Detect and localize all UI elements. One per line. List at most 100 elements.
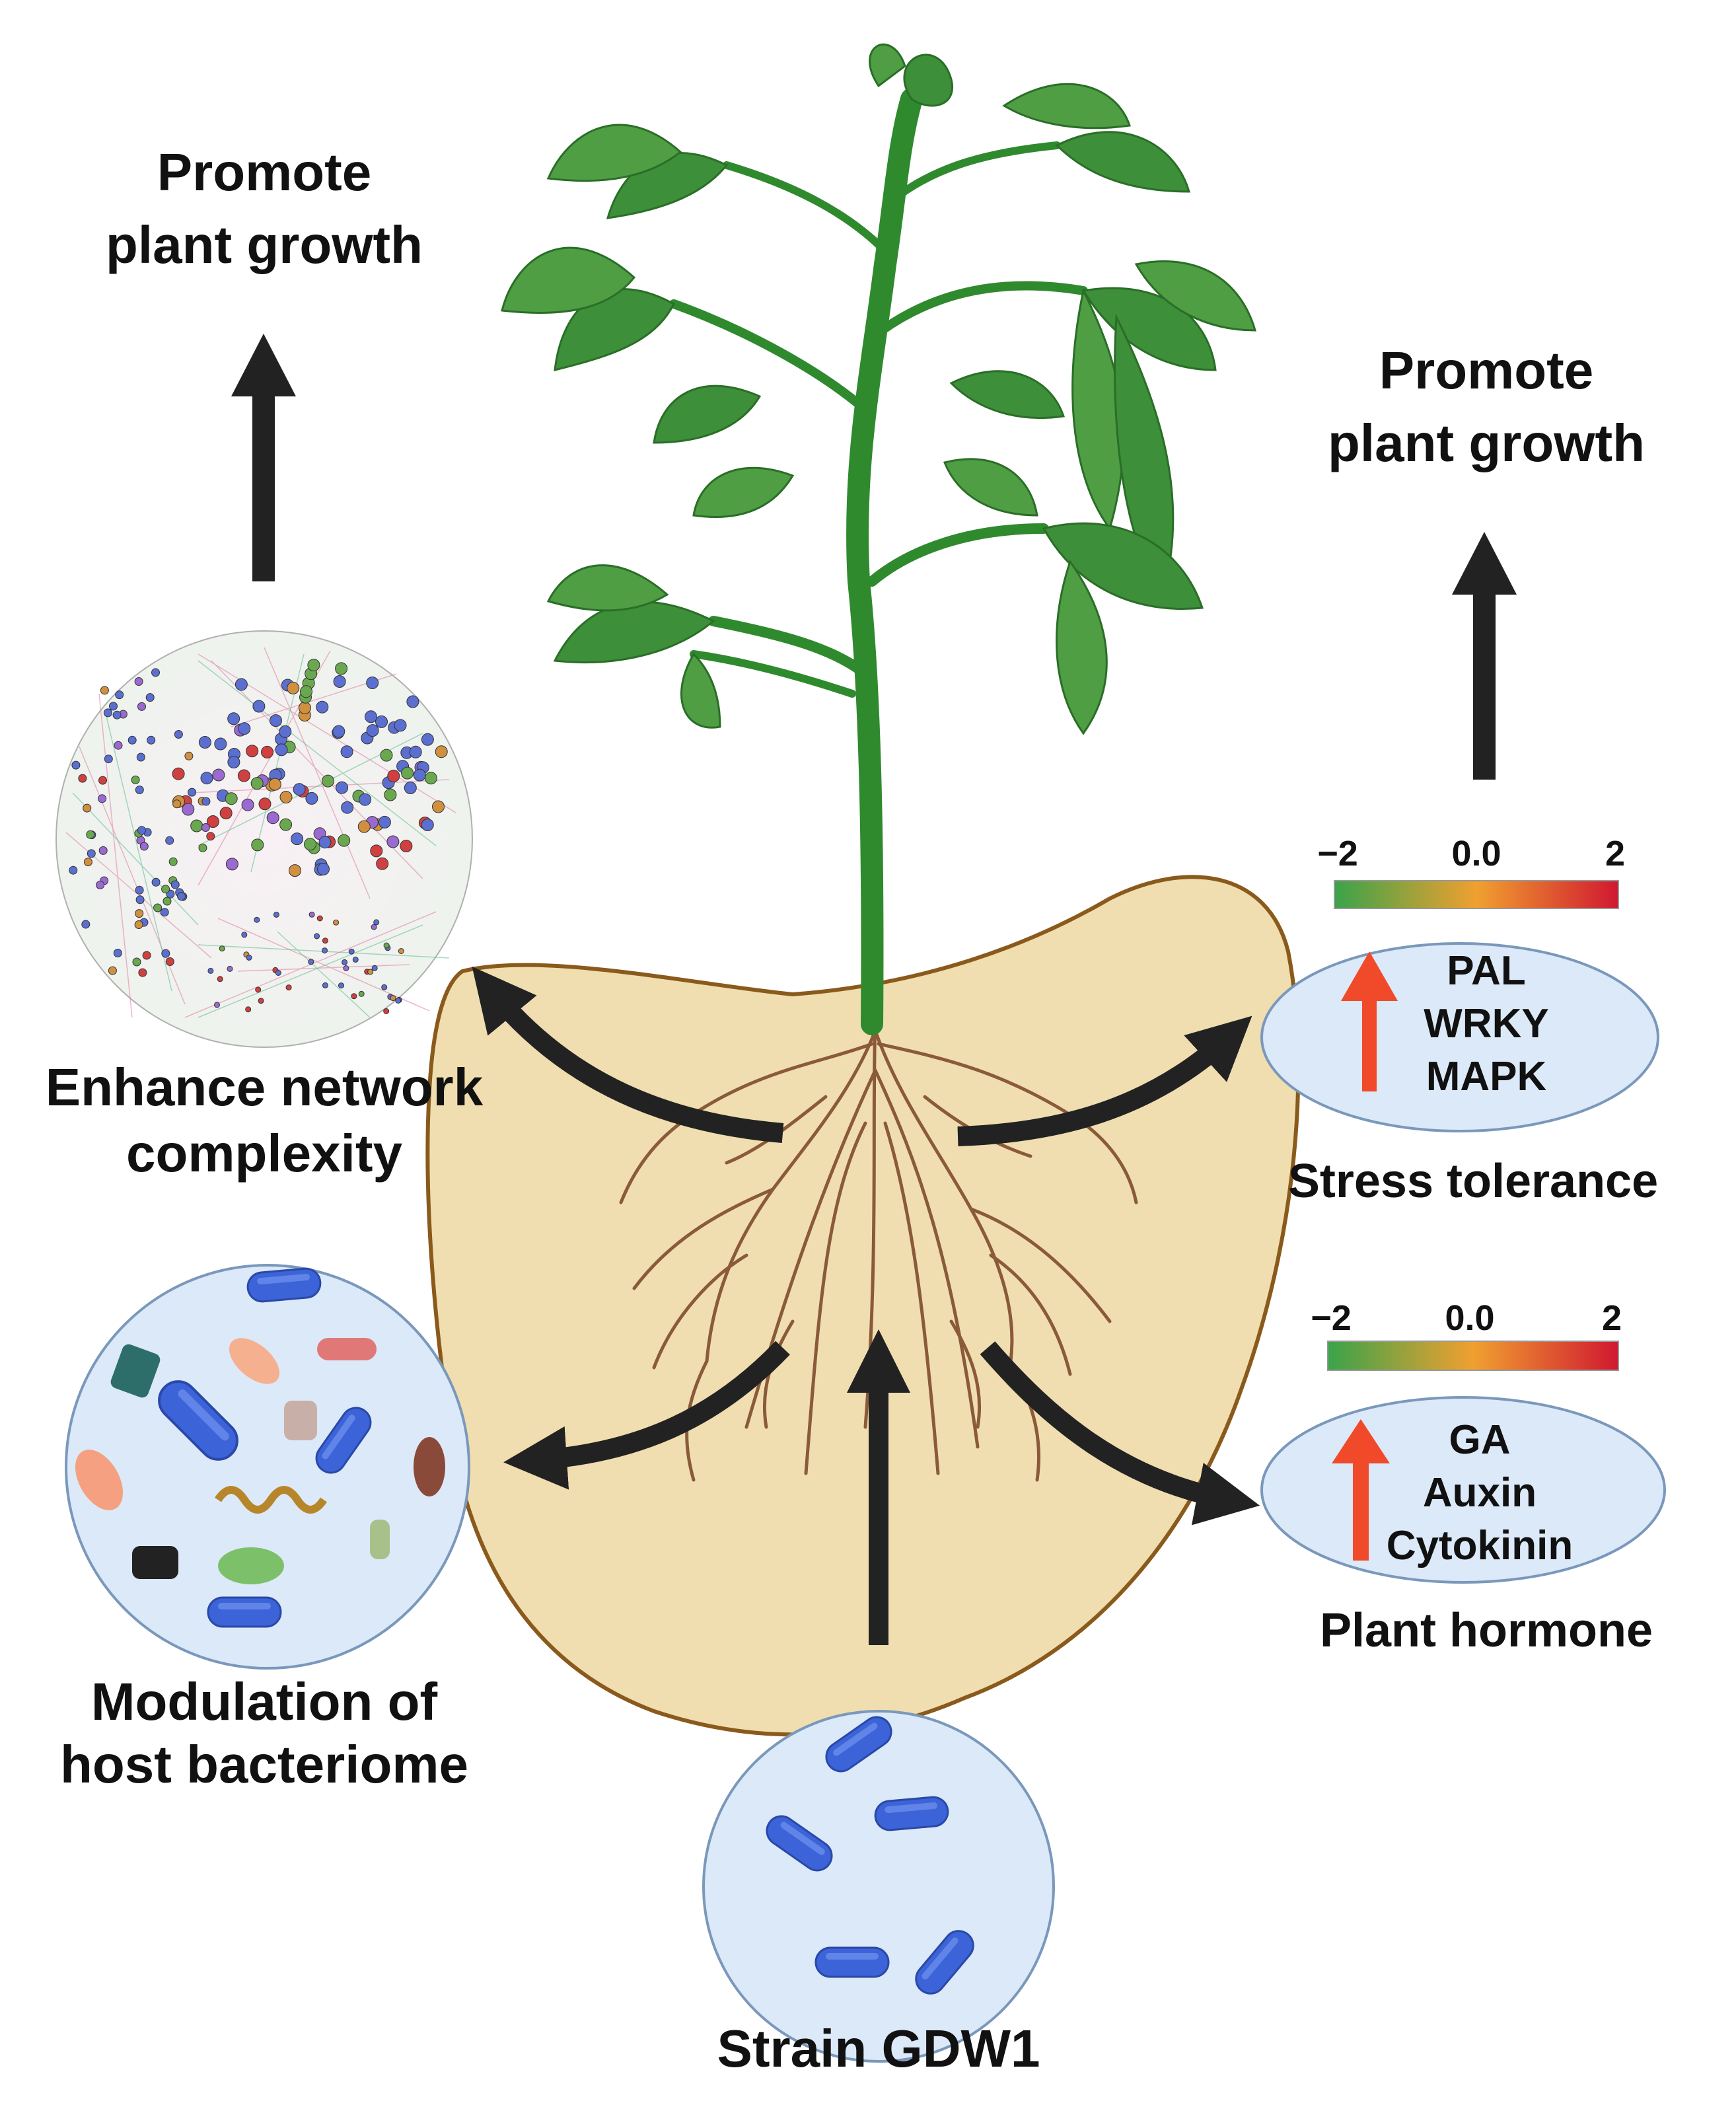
network-node xyxy=(174,730,183,739)
network-node xyxy=(165,836,174,845)
network-node xyxy=(432,800,445,813)
effect-arrows xyxy=(472,966,1260,1645)
network-node xyxy=(299,701,311,714)
hormone-scale-max: 2 xyxy=(1601,1298,1622,1338)
network-node xyxy=(376,857,389,870)
network-node xyxy=(273,911,279,918)
network-node xyxy=(371,924,377,930)
network-node xyxy=(401,766,414,780)
network-node xyxy=(289,864,301,877)
network-node xyxy=(317,862,330,875)
network-node xyxy=(255,986,262,993)
network-node xyxy=(395,998,402,1004)
network-node xyxy=(275,970,281,976)
network-node xyxy=(214,1002,220,1008)
network-node xyxy=(83,858,92,867)
network-node xyxy=(206,815,219,828)
network-node xyxy=(435,745,448,758)
network-node xyxy=(86,830,95,839)
network-node xyxy=(366,677,379,689)
network-node xyxy=(246,954,252,961)
growth-arrow-right xyxy=(1452,532,1517,780)
network-node xyxy=(78,774,87,783)
network-node xyxy=(421,819,434,831)
network-node xyxy=(387,770,400,782)
network-node xyxy=(333,919,340,926)
network-node xyxy=(270,714,282,727)
plant-roots xyxy=(619,1019,1138,1482)
arrow-to-bacteriome xyxy=(503,1341,790,1490)
hormone-cytokinin: Cytokinin xyxy=(1386,1523,1573,1568)
network-node xyxy=(134,920,143,929)
network-node xyxy=(151,877,161,887)
network-node xyxy=(285,984,292,991)
network-node xyxy=(201,797,211,806)
network-node xyxy=(153,903,163,912)
network-node xyxy=(305,792,318,805)
network-node xyxy=(108,966,117,975)
network-node xyxy=(338,834,351,847)
network-node xyxy=(109,702,118,711)
network-node xyxy=(258,998,264,1004)
network-node xyxy=(87,849,96,858)
network-node xyxy=(261,745,273,758)
network-node xyxy=(252,700,266,713)
stress-scale-mid: 0.0 xyxy=(1451,834,1501,873)
network-node xyxy=(250,777,264,790)
network-node xyxy=(258,797,271,811)
hormone-auxin: Auxin xyxy=(1422,1470,1537,1516)
network-node xyxy=(365,710,377,723)
network-node xyxy=(98,776,107,785)
network-node xyxy=(406,695,419,708)
stress-gene-pal: PAL xyxy=(1447,948,1526,994)
network-node xyxy=(404,782,417,794)
network-node xyxy=(145,693,155,702)
network-label-line2: complexity xyxy=(126,1124,402,1183)
network-node xyxy=(147,735,156,745)
stress-scale-max: 2 xyxy=(1605,834,1626,873)
network-node xyxy=(138,968,147,977)
network-node xyxy=(390,995,396,1002)
network-node xyxy=(304,838,316,851)
network-node xyxy=(409,745,422,758)
network-node xyxy=(291,832,304,846)
network-node xyxy=(342,959,348,965)
network-node xyxy=(170,880,180,889)
network-node xyxy=(160,908,169,917)
network-node xyxy=(308,959,314,965)
network-node xyxy=(279,725,292,738)
network-node xyxy=(370,844,383,858)
arrow-to-network xyxy=(472,966,784,1143)
network-node xyxy=(206,832,215,841)
network-node xyxy=(212,768,225,782)
right-growth-title-line1: Promote xyxy=(1379,341,1594,400)
network-node xyxy=(219,807,233,820)
network-node xyxy=(357,820,371,833)
network-node xyxy=(98,846,108,855)
network-node xyxy=(131,775,140,784)
network-node xyxy=(214,737,227,751)
network-node xyxy=(139,842,149,851)
network-node xyxy=(225,858,238,871)
stress-color-scale xyxy=(1334,880,1619,909)
network-node xyxy=(190,819,203,832)
stress-scale-min: −2 xyxy=(1317,834,1358,873)
network-label-line1: Enhance network xyxy=(45,1058,484,1117)
bacteriome-label-line1: Modulation of xyxy=(90,1672,438,1731)
strain-circle xyxy=(702,1710,1055,2063)
network-node xyxy=(322,774,334,788)
network-node xyxy=(225,792,238,805)
network-node xyxy=(235,678,248,691)
network-node xyxy=(366,724,379,737)
network-node xyxy=(168,857,178,866)
network-node xyxy=(172,767,185,780)
network-node xyxy=(333,675,346,688)
network-node xyxy=(279,818,293,831)
bacteriome-circle xyxy=(65,1264,470,1670)
network-node xyxy=(322,982,328,988)
growth-arrow-left xyxy=(231,334,296,581)
network-node xyxy=(198,736,211,749)
network-node xyxy=(100,686,109,695)
network-node xyxy=(81,920,90,929)
stress-gene-wrky: WRKY xyxy=(1424,1001,1549,1047)
